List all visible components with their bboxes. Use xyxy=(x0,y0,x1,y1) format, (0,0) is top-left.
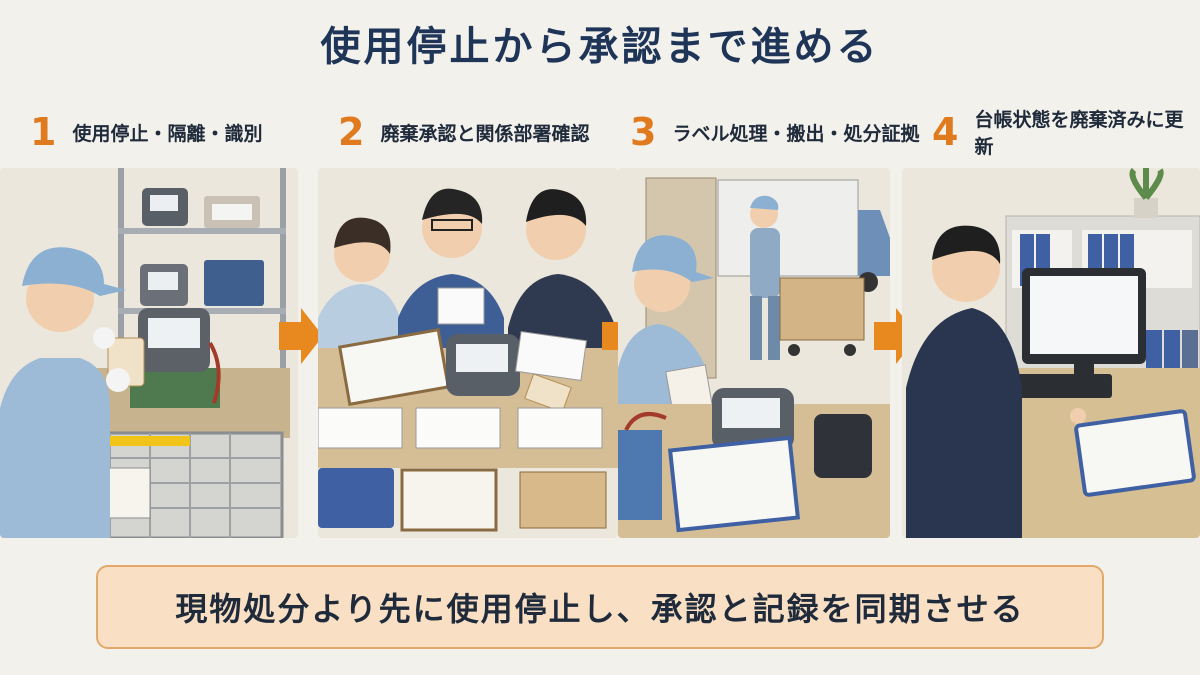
step-3-number: 3 xyxy=(630,110,657,154)
document-items-icon xyxy=(318,407,607,532)
disposal-scene-image xyxy=(618,168,890,538)
step-1-heading: 1 使用停止・隔離・識別 xyxy=(30,108,262,156)
clipboard-icon xyxy=(337,328,451,406)
isolation-scene-image xyxy=(0,168,298,538)
device-icon xyxy=(446,331,588,413)
step-2-illustration xyxy=(318,168,618,538)
approval-meeting-image xyxy=(318,168,618,538)
flow-arrow-1-icon xyxy=(279,308,323,364)
page-title: 使用停止から承認まで進める xyxy=(320,24,880,70)
mover-worker-icon xyxy=(750,195,865,360)
step-1-label: 使用停止・隔離・識別 xyxy=(72,122,263,145)
step-3-heading: 3 ラベル処理・搬出・処分証拠 xyxy=(630,108,919,156)
step-3-label: ラベル処理・搬出・処分証拠 xyxy=(672,122,920,145)
truck-icon xyxy=(717,179,890,292)
step-2-heading: 2 廃棄承認と関係部署確認 xyxy=(338,108,589,156)
step-1-illustration xyxy=(0,168,298,538)
step-1-number: 1 xyxy=(30,110,57,154)
step-3-illustration xyxy=(618,168,890,538)
step-4-label: 台帳状態を廃棄済みに更新 xyxy=(974,109,1184,158)
step-4-number: 4 xyxy=(932,110,959,154)
ledger-update-image xyxy=(902,168,1200,538)
computer-monitor-icon xyxy=(1002,268,1146,398)
office-worker-icon xyxy=(906,225,1196,538)
summary-text: 現物処分より先に使用停止し、承認と記録を同期させる xyxy=(175,590,1025,628)
plant-icon xyxy=(1129,168,1164,218)
worker-icon xyxy=(0,247,130,538)
step-2-label: 廃棄承認と関係部署確認 xyxy=(380,122,590,145)
summary-box: 現物処分より先に使用停止し、承認と記録を同期させる xyxy=(96,565,1104,649)
step-4-illustration xyxy=(902,168,1200,538)
step-2-number: 2 xyxy=(338,110,365,154)
disposal-items-icon xyxy=(618,388,872,533)
step-4-heading: 4 台帳状態を廃棄済みに更新 xyxy=(932,108,1200,158)
